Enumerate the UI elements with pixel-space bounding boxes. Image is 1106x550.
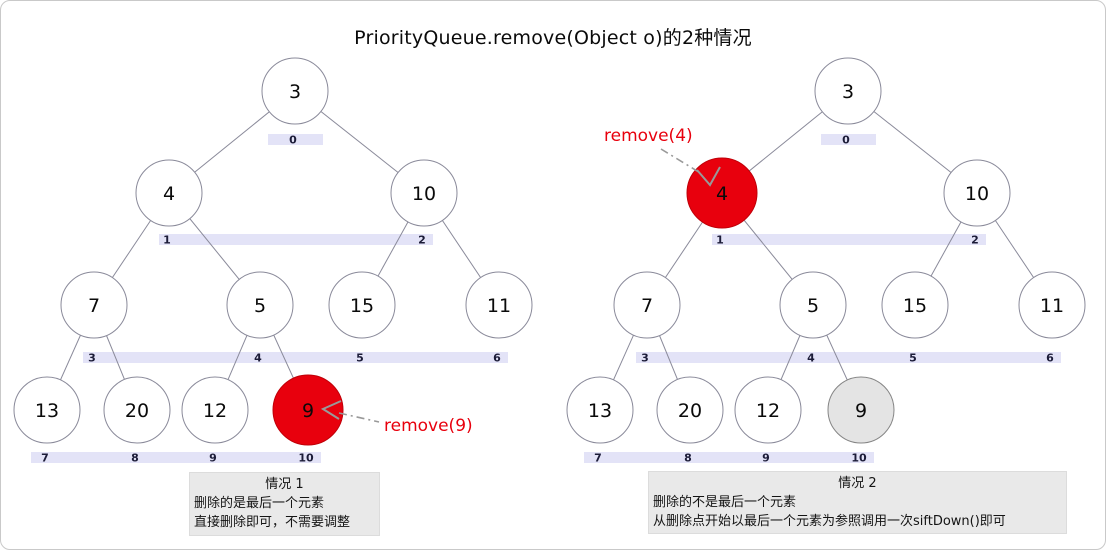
index-band-right-level0	[821, 134, 876, 145]
node-value-left-idx2: 10	[412, 183, 436, 205]
heap-node-left-idx7	[13, 376, 81, 444]
node-value-right-idx9: 12	[756, 400, 780, 422]
node-value-right-idx6: 11	[1040, 295, 1064, 317]
index-label-left-0: 0	[289, 134, 297, 147]
remove-annotation-left: remove(9)	[384, 416, 473, 436]
node-value-right-idx4: 5	[807, 295, 819, 317]
index-label-left-6: 6	[493, 352, 501, 365]
case1-caption-line1: 删除的是最后一个元素	[194, 496, 325, 511]
index-label-left-1: 1	[163, 234, 171, 247]
index-label-left-4: 4	[254, 352, 262, 365]
heap-node-right-idx2	[943, 159, 1011, 227]
heap-node-left-idx8	[103, 376, 171, 444]
index-label-right-10: 10	[851, 452, 867, 465]
node-value-left-idx10: 9	[302, 400, 314, 422]
annotation-arrowhead-right	[696, 166, 721, 187]
node-value-right-idx1: 4	[716, 183, 728, 205]
heap-node-left-idx4	[226, 271, 294, 339]
node-value-right-idx8: 20	[678, 400, 702, 422]
node-value-right-idx3: 7	[641, 295, 653, 317]
node-value-right-idx10: 9	[855, 400, 867, 422]
case2-caption-line2: 从删除点开始以最后一个元素为参照调用一次siftDown()即可	[653, 514, 1006, 529]
index-label-right-9: 9	[762, 452, 770, 465]
heap-node-right-idx0	[814, 57, 882, 125]
index-label-right-0: 0	[842, 134, 850, 147]
annotation-arrow-line-left	[338, 412, 380, 423]
case1-caption-line2: 直接删除即可，不需要调整	[194, 515, 351, 530]
heap-node-left-idx3	[60, 271, 128, 339]
index-label-right-2: 2	[971, 234, 979, 247]
heap-node-right-idx3	[613, 271, 681, 339]
index-label-left-9: 9	[209, 452, 217, 465]
node-value-right-idx0: 3	[842, 81, 854, 103]
heap-node-left-idx1	[135, 159, 203, 227]
index-label-left-7: 7	[41, 452, 49, 465]
case1-caption: 情况 1 删除的是最后一个元素 直接删除即可，不需要调整	[189, 472, 380, 536]
index-label-right-6: 6	[1046, 352, 1054, 365]
index-label-right-7: 7	[594, 452, 602, 465]
annotation-arrow-line-right	[660, 148, 703, 175]
heap-node-left-idx10-removed	[272, 374, 344, 446]
heap-node-right-idx10-ghost	[827, 376, 895, 444]
node-value-left-idx8: 20	[125, 400, 149, 422]
index-band-left-level0	[268, 134, 323, 145]
node-value-right-idx7: 13	[588, 400, 612, 422]
case2-caption-title: 情况 2	[838, 476, 877, 491]
heap-node-left-idx9	[181, 376, 249, 444]
index-label-right-3: 3	[641, 352, 649, 365]
case2-caption: 情况 2 删除的不是最后一个元素 从删除点开始以最后一个元素为参照调用一次sif…	[648, 471, 1067, 534]
node-value-left-idx0: 3	[289, 81, 301, 103]
heap-node-right-idx6	[1018, 271, 1086, 339]
node-value-right-idx5: 15	[903, 295, 927, 317]
node-value-left-idx9: 12	[203, 400, 227, 422]
heap-node-right-idx1-removed	[686, 157, 758, 229]
node-value-left-idx4: 5	[254, 295, 266, 317]
node-value-right-idx2: 10	[965, 183, 989, 205]
node-value-left-idx6: 11	[487, 295, 511, 317]
node-value-left-idx7: 13	[35, 400, 59, 422]
heap-node-right-idx4	[779, 271, 847, 339]
index-band-right-level3	[584, 452, 874, 463]
index-band-right-level2	[636, 352, 1061, 363]
index-band-right-level1	[712, 234, 986, 245]
index-label-right-4: 4	[807, 352, 815, 365]
diagram-title: PriorityQueue.remove(Object o)的2种情况	[354, 27, 752, 49]
remove-annotation-right: remove(4)	[604, 126, 693, 146]
index-label-left-2: 2	[418, 234, 426, 247]
index-band-left-level3	[31, 452, 321, 463]
heap-node-right-idx9	[734, 376, 802, 444]
heap-node-left-idx5	[328, 271, 396, 339]
heap-node-right-idx8	[656, 376, 724, 444]
heap-node-left-idx6	[465, 271, 533, 339]
index-label-right-8: 8	[684, 452, 692, 465]
index-label-left-10: 10	[298, 452, 314, 465]
case1-caption-title: 情况 1	[265, 477, 304, 492]
index-band-left-level2	[83, 352, 508, 363]
case2-caption-line1: 删除的不是最后一个元素	[653, 495, 797, 510]
index-label-right-5: 5	[909, 352, 917, 365]
node-value-left-idx5: 15	[350, 295, 374, 317]
index-label-left-8: 8	[131, 452, 139, 465]
heap-node-left-idx0	[261, 57, 329, 125]
index-band-left-level1	[159, 234, 433, 245]
node-value-left-idx3: 7	[88, 295, 100, 317]
heap-node-right-idx5	[881, 271, 949, 339]
index-label-left-3: 3	[88, 352, 96, 365]
heap-node-left-idx2	[390, 159, 458, 227]
index-label-left-5: 5	[356, 352, 364, 365]
annotation-arrowhead-left	[320, 400, 342, 420]
index-label-right-1: 1	[716, 234, 724, 247]
node-value-left-idx1: 4	[163, 183, 175, 205]
heap-node-right-idx7	[566, 376, 634, 444]
